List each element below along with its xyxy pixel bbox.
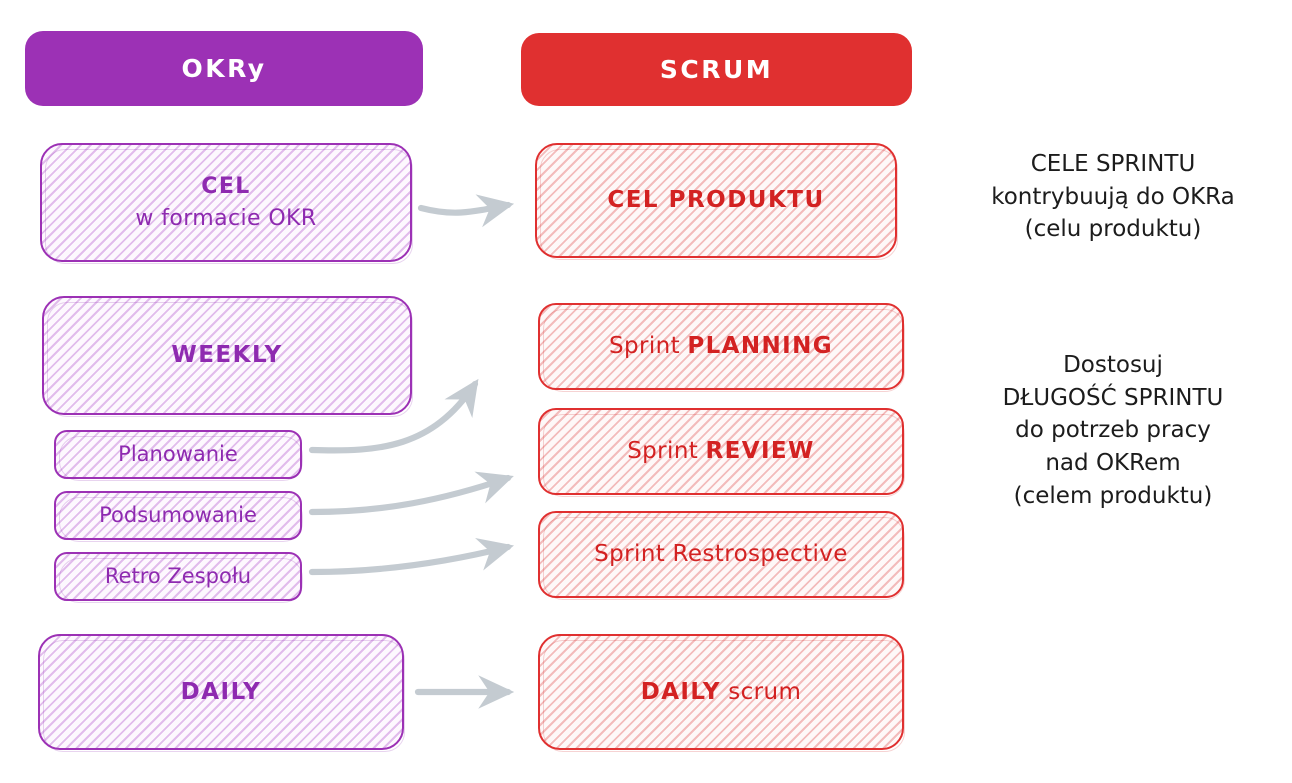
- card-sprint-restrospective-text: Sprint Restrospective: [594, 538, 848, 571]
- annotation-dlugosc-sprintu: Dostosuj DŁUGOŚĆ SPRINTU do potrzeb prac…: [938, 349, 1288, 512]
- card-sprint-planning: Sprint PLANNING: [538, 303, 905, 392]
- card-sprint-planning-text: Sprint PLANNING: [609, 330, 833, 363]
- card-cel-line1: CEL: [201, 174, 251, 200]
- card-sprint-planning-word: Sprint: [608, 333, 681, 360]
- annotation-cele-sprintu-line1: CELE SPRINTU: [1030, 151, 1196, 177]
- card-retro-zespolu: Retro Zespołu: [54, 552, 303, 603]
- column-header-scrum: SCRUM: [521, 33, 912, 106]
- annotation-cele-sprintu-line2: kontrybuują do OKRa: [991, 183, 1235, 210]
- card-cel-text: CEL w formacie OKR: [135, 171, 316, 233]
- card-daily-label: DAILY: [180, 678, 262, 705]
- card-planowanie-label: Planowanie: [118, 441, 238, 466]
- card-sprint-restrospective-kind: Restrospective: [672, 541, 848, 568]
- card-sprint-restrospective: Sprint Restrospective: [538, 511, 905, 600]
- annotation-dlugosc-sprintu-line4: nad OKRem: [1045, 449, 1181, 476]
- annotation-dlugosc-sprintu-line5: (celem produktu): [1013, 482, 1213, 509]
- card-planowanie: Planowanie: [54, 430, 303, 481]
- card-weekly-label: WEEKLY: [171, 342, 283, 369]
- card-cel-produktu: CEL PRODUKTU: [535, 143, 898, 260]
- card-sprint-review: Sprint REVIEW: [538, 408, 905, 497]
- column-header-okry-label: OKRy: [181, 54, 267, 83]
- card-daily-scrum-text: DAILY scrum: [641, 676, 802, 709]
- card-cel-line2: w formacie OKR: [135, 205, 317, 231]
- column-header-okry: OKRy: [25, 31, 423, 106]
- card-podsumowanie-label: Podsumowanie: [99, 502, 257, 527]
- annotation-dlugosc-sprintu-line1: Dostosuj: [1063, 352, 1163, 378]
- card-sprint-planning-kind: PLANNING: [687, 333, 834, 360]
- card-daily-scrum-word: DAILY: [640, 678, 721, 705]
- arrow-podsumowanie-to-review: [308, 471, 514, 516]
- card-podsumowanie: Podsumowanie: [54, 491, 303, 542]
- annotation-dlugosc-sprintu-line2: DŁUGOŚĆ SPRINTU: [1002, 384, 1224, 411]
- card-daily-scrum: DAILY scrum: [538, 634, 905, 752]
- card-retro-zespolu-label: Retro Zespołu: [104, 563, 252, 588]
- card-sprint-review-word: Sprint: [627, 438, 699, 465]
- annotation-cele-sprintu: CELE SPRINTU kontrybuują do OKRa (celu p…: [938, 148, 1288, 246]
- card-daily: DAILY: [38, 634, 405, 752]
- arrow-retro-to-restrospective: [308, 537, 515, 576]
- card-sprint-review-kind: REVIEW: [705, 438, 815, 465]
- arrow-cel-to-celprodukt: [417, 194, 515, 228]
- annotation-dlugosc-sprintu-line3: do potrzeb pracy: [1015, 417, 1211, 444]
- annotation-cele-sprintu-line3: (celu produktu): [1024, 216, 1202, 243]
- card-cel-produktu-label: CEL PRODUKTU: [607, 187, 825, 214]
- card-cel-w-formacie-okr: CEL w formacie OKR: [40, 143, 413, 264]
- column-header-scrum-label: SCRUM: [659, 55, 774, 84]
- card-daily-scrum-kind: scrum: [728, 678, 802, 705]
- card-weekly: WEEKLY: [42, 296, 413, 417]
- card-sprint-review-text: Sprint REVIEW: [627, 435, 815, 468]
- card-sprint-restrospective-word: Sprint: [594, 541, 666, 568]
